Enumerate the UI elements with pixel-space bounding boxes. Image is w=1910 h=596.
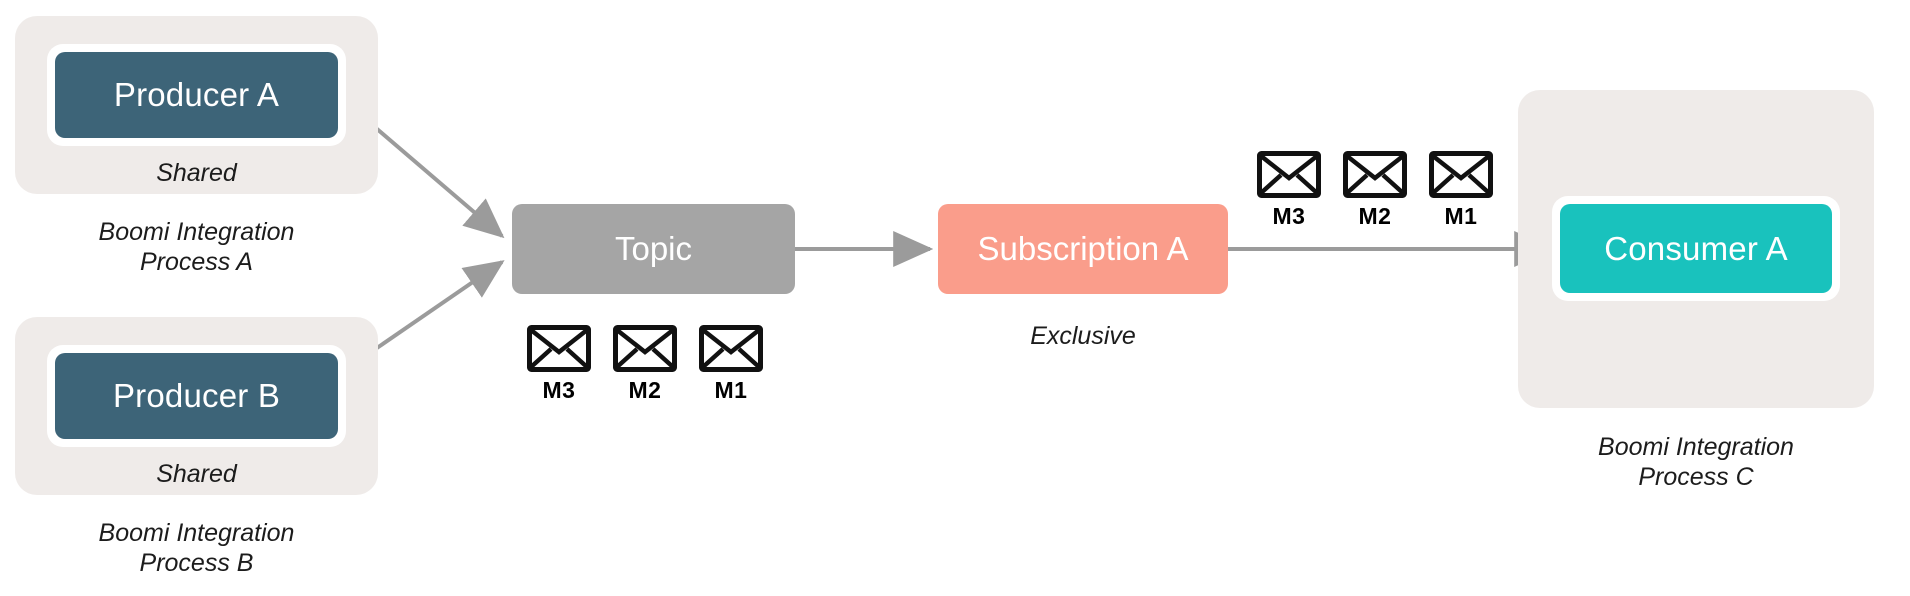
message-item: M2 — [613, 325, 677, 404]
subscription-a-node[interactable]: Subscription A — [938, 204, 1228, 294]
message-item: M3 — [527, 325, 591, 404]
consumer-a-halo: Consumer A — [1552, 196, 1840, 301]
consumer-a-process-caption: Boomi Integration Process C — [1518, 432, 1874, 492]
message-label: M1 — [714, 377, 748, 403]
message-item: M3 — [1257, 151, 1321, 230]
topic-node[interactable]: Topic — [512, 204, 795, 294]
producer-a-mode-label: Shared — [156, 159, 237, 187]
envelope-icon — [527, 325, 591, 372]
producer-b-process-line-1: Boomi Integration — [98, 519, 295, 547]
delivery-message-queue: M3 M2 M1 — [1257, 151, 1493, 230]
producer-b-halo: Producer B — [47, 345, 346, 447]
message-label: M2 — [628, 377, 662, 403]
producer-b-process-caption: Boomi Integration Process B — [15, 518, 378, 578]
envelope-icon — [1343, 151, 1407, 198]
producer-a-process-line-1: Boomi Integration — [98, 218, 295, 246]
message-label: M1 — [1444, 203, 1478, 229]
message-item: M1 — [699, 325, 763, 404]
consumer-a-node[interactable]: Consumer A — [1560, 204, 1832, 293]
consumer-a-process-line-2: Process C — [1638, 463, 1754, 491]
topic-message-queue: M3 M2 M1 — [527, 325, 763, 404]
producer-a-process-caption: Boomi Integration Process A — [15, 217, 378, 277]
envelope-icon — [699, 325, 763, 372]
producer-b-node[interactable]: Producer B — [55, 353, 338, 439]
message-label: M3 — [542, 377, 576, 403]
subscription-a-mode-label: Exclusive — [1030, 322, 1136, 350]
message-item: M2 — [1343, 151, 1407, 230]
producer-b-process-line-2: Process B — [139, 549, 254, 577]
message-label: M3 — [1272, 203, 1306, 229]
consumer-a-process-line-1: Boomi Integration — [1598, 433, 1794, 461]
envelope-icon — [1429, 151, 1493, 198]
envelope-icon — [613, 325, 677, 372]
producer-b-mode-label: Shared — [156, 460, 237, 488]
message-label: M2 — [1358, 203, 1392, 229]
message-item: M1 — [1429, 151, 1493, 230]
envelope-icon — [1257, 151, 1321, 198]
producer-a-node[interactable]: Producer A — [55, 52, 338, 138]
producer-a-process-line-2: Process A — [139, 248, 253, 276]
producer-a-halo: Producer A — [47, 44, 346, 146]
